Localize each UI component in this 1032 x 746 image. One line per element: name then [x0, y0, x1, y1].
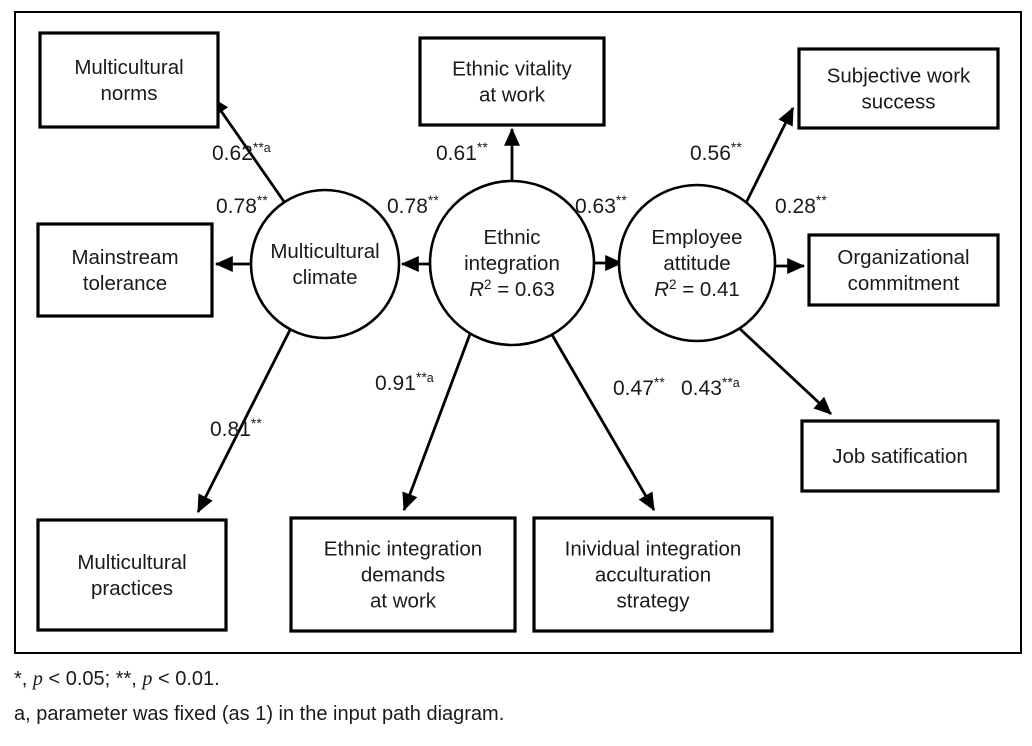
- path-arrow-integration-to-demands: [402, 333, 472, 512]
- circle-outline: [249, 188, 401, 340]
- fixed-parameter-note: a, parameter was fixed (as 1) in the inp…: [14, 703, 505, 725]
- circle-outline: [617, 183, 777, 343]
- coefficient-label-integration-to-climate: 0.78**: [387, 192, 439, 218]
- path-arrow-climate-to-norms: [210, 97, 287, 204]
- r-squared-ethnic-integration: R2 = 0.63: [469, 277, 555, 301]
- box-outline: [807, 233, 1000, 307]
- coefficient-label-attitude-to-success: 0.56**: [690, 139, 742, 165]
- box-outline: [797, 47, 1000, 130]
- box-outline: [36, 518, 228, 632]
- path-arrow-integration-to-inividual: [549, 332, 656, 511]
- coefficient-label-attitude-to-commitment: 0.28**: [775, 192, 827, 218]
- circle-outline: [428, 179, 596, 347]
- significance-note-prefix: *,: [14, 668, 33, 690]
- path-arrows-layer: [196, 97, 832, 513]
- coefficient-label-attitude-to-satification: 0.43**a: [681, 374, 740, 400]
- coefficient-label-climate-to-practices: 0.81**: [210, 415, 262, 441]
- path-arrow-climate-to-practices: [196, 327, 293, 513]
- box-outline: [289, 516, 517, 633]
- significance-note-mid: < 0.05; **,: [42, 668, 143, 690]
- coefficient-label-climate-to-tolerance: 0.78**: [216, 192, 268, 218]
- significance-note-p2: p: [142, 668, 153, 690]
- coefficient-label-integration-to-inividual: 0.47**: [613, 374, 665, 400]
- coefficient-label-integration-to-vitality: 0.61**: [436, 139, 488, 165]
- observed-box-job-satification: Job satification: [800, 419, 1000, 493]
- box-outline: [38, 31, 220, 129]
- box-outline: [36, 222, 214, 318]
- coefficient-label-integration-to-attitude: 0.63**: [575, 192, 627, 218]
- coefficient-label-integration-to-demands: 0.91**a: [375, 369, 434, 395]
- r-squared-employee-attitude: R2 = 0.41: [654, 277, 740, 301]
- box-label-job-satification: Job satification: [832, 445, 968, 468]
- path-coefficient-labels-layer: 0.62**a 0.78** 0.81** 0.78** 0.61** 0.91**a 0.…: [210, 139, 827, 441]
- significance-note-p1: p: [32, 668, 43, 690]
- box-outline: [418, 36, 606, 127]
- significance-note: *, p < 0.05; **, p < 0.01.: [14, 662, 1014, 697]
- box-outline: [532, 516, 774, 633]
- coefficient-label-climate-to-norms: 0.62**a: [212, 139, 271, 165]
- path-arrow-attitude-to-satification: [738, 326, 832, 416]
- path-arrow-attitude-to-success: [742, 106, 795, 208]
- figure-footnotes: *, p < 0.05; **, p < 0.01. a, parameter …: [14, 662, 1014, 732]
- significance-note-end: < 0.01.: [152, 668, 220, 690]
- box-outline: [800, 419, 1000, 493]
